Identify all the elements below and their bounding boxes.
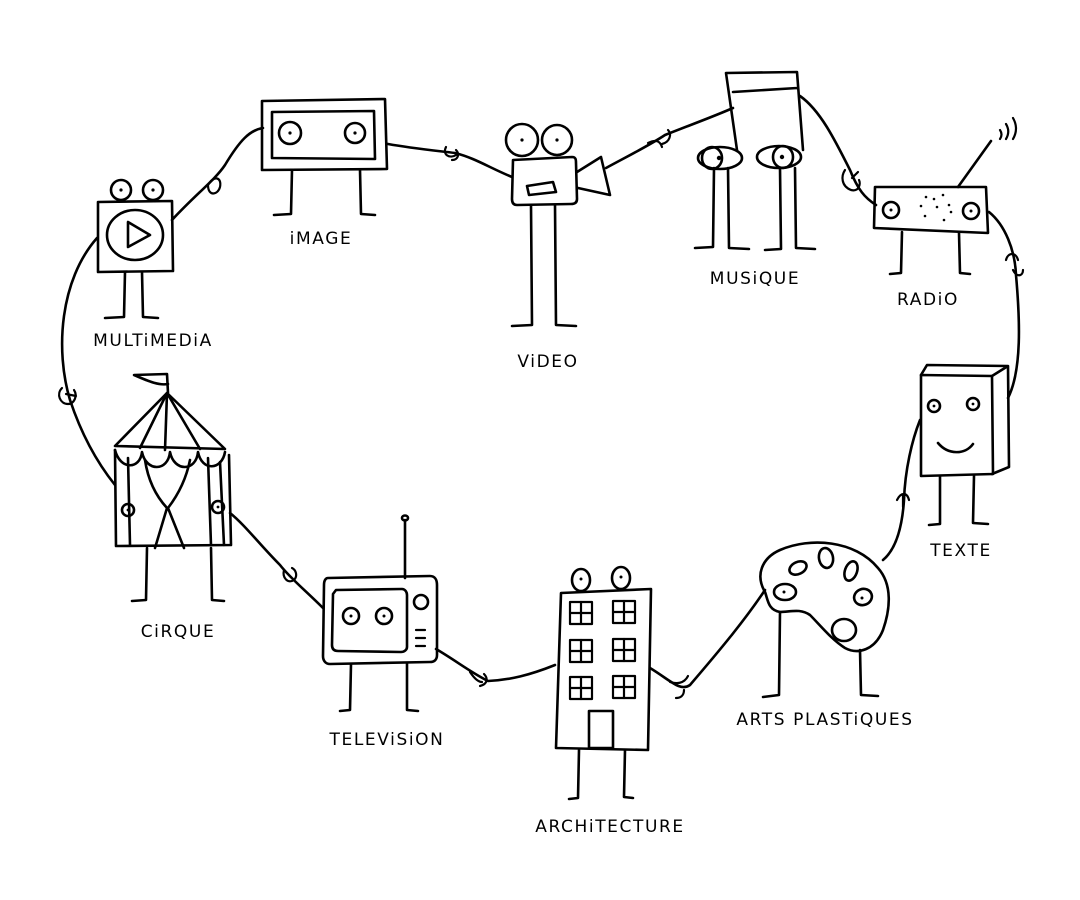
label-texte: TEXTE xyxy=(930,541,992,561)
music-note-icon xyxy=(693,70,817,252)
label-television: TELEViSiON xyxy=(329,730,445,750)
label-multimedia: MULTiMEDiA xyxy=(93,331,213,351)
building-icon xyxy=(554,565,653,801)
link-image-video xyxy=(386,142,514,179)
node-image xyxy=(260,97,389,217)
label-radio: RADiO xyxy=(897,290,959,310)
link-architecture-television xyxy=(434,647,557,688)
node-video xyxy=(504,122,612,328)
circus-tent-icon xyxy=(113,372,233,603)
label-arts-plastiques: ARTS PLASTiQUES xyxy=(736,710,914,730)
node-architecture xyxy=(554,565,653,801)
radio-icon xyxy=(872,116,1018,276)
label-cirque: CiRQUE xyxy=(140,622,216,642)
tv-icon xyxy=(321,514,439,713)
movie-camera-icon xyxy=(504,122,612,328)
link-video-musique xyxy=(604,106,735,170)
label-architecture: ARCHiTECTURE xyxy=(535,817,685,837)
book-icon xyxy=(919,363,1011,527)
building-door xyxy=(587,709,615,750)
label-video: ViDEO xyxy=(517,352,579,372)
node-cirque xyxy=(113,372,233,603)
node-musique xyxy=(693,70,817,252)
play-button-icon xyxy=(96,178,175,320)
speaker-dots xyxy=(919,193,953,222)
building-windows xyxy=(568,599,637,701)
link-musique-radio xyxy=(798,94,878,207)
link-arts-architecture xyxy=(648,588,767,700)
link-multimedia-image xyxy=(170,126,265,222)
node-arts-plastiques xyxy=(759,541,891,699)
picture-frame-icon xyxy=(260,97,389,217)
paint-palette-icon xyxy=(759,541,891,699)
label-musique: MUSiQUE xyxy=(709,269,801,289)
link-television-cirque xyxy=(228,511,325,610)
node-texte xyxy=(919,363,1011,527)
label-image: iMAGE xyxy=(289,229,353,249)
link-radio-texte xyxy=(987,210,1025,400)
link-cirque-multimedia xyxy=(58,236,117,487)
node-multimedia xyxy=(96,178,175,320)
node-radio xyxy=(872,116,1018,276)
link-texte-arts xyxy=(881,418,922,562)
node-television xyxy=(321,514,439,713)
